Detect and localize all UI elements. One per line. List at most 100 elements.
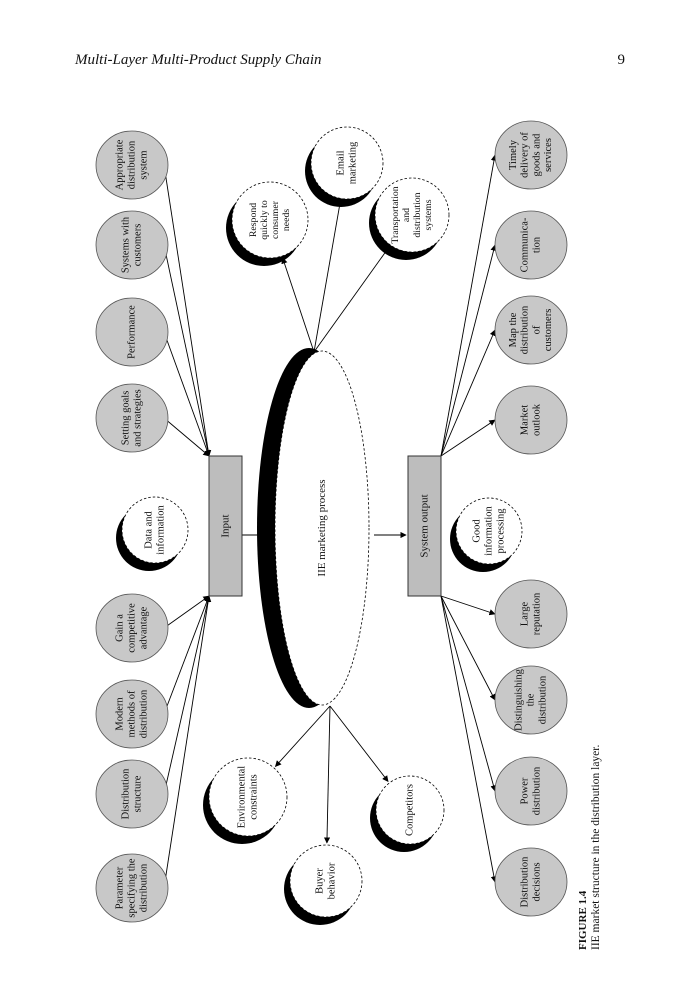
output-factor-3-label-line: Map the (508, 312, 519, 347)
input-factor-7-circle (95, 679, 169, 749)
process-factor-respond-quickly-circle (231, 181, 309, 259)
input-factor-9-label-line: specifying the (127, 858, 138, 918)
output-factor-9-label-line: Distribution (520, 856, 531, 908)
output-factor-6-circle (494, 579, 568, 649)
process-factor-competitors-circle (375, 775, 445, 845)
output-factor-good-information-processing-label-line: information (484, 505, 495, 555)
input-factor-7-label-line: methods of (127, 690, 138, 737)
process-factor-respond-quickly-label-line: quickly to (259, 200, 270, 240)
output-factor-3-label-line: distribution (520, 305, 531, 354)
output-factor-3-label-line: customers (543, 309, 554, 352)
input-factor-3-label-line: Performance (127, 305, 138, 359)
process-factor-respond-quickly-label-line: needs (281, 209, 292, 231)
system-output-box-label-line: System output (419, 494, 431, 557)
process-factor-email-marketing-arrow (313, 199, 343, 353)
input-factor-4-label-line: Setting goals (121, 391, 132, 446)
input-factor-4-label-line: and strategies (132, 389, 143, 446)
input-box: Input (208, 455, 243, 597)
process-factor-respond-quickly-arrow (281, 257, 315, 353)
input-factor-data-and-information-circle (121, 496, 189, 564)
output-factor-8-label-line: Power (520, 777, 531, 804)
output-factor-1-label-line: services (543, 138, 554, 172)
process-factor-respond-quickly-label-line: Respond (248, 203, 259, 237)
output-factor-9-label-line: decisions (531, 862, 542, 901)
process-factor-transportation-systems-circle (374, 177, 450, 253)
input-factor-9-arrow (163, 595, 212, 889)
input-factor-8-circle (95, 759, 169, 829)
input-factor-7-label-line: Modern (115, 697, 126, 731)
output-factor-1-label-line: goods and (531, 133, 542, 177)
input-factor-1-circle (95, 130, 169, 200)
output-factor-4-label-line: Market (520, 405, 531, 435)
input-factor-9-label-line: distribution (138, 863, 149, 912)
process-factor-environmental-constraints-arrow (274, 705, 331, 767)
output-factor-2-circle (494, 210, 568, 280)
input-factor-1-label-line: system (138, 150, 149, 179)
process-factor-respond-quickly-label-line: consumer (270, 200, 281, 239)
input-factor-data-and-information-label-line: Data and (144, 510, 155, 548)
input-box-label-line: Input (220, 514, 232, 537)
output-factor-good-information-processing-circle (455, 497, 523, 565)
output-factor-1-circle (494, 120, 568, 190)
input-factor-2-circle (95, 210, 169, 280)
output-factor-2-label-line: Communica- (520, 217, 531, 272)
input-factor-9-label-line: Parameter (115, 866, 126, 909)
output-factor-8-label-line: distribution (531, 766, 542, 815)
output-factor-7-label-line: the (526, 693, 537, 706)
process-factor-buyer-behavior-circle (289, 844, 363, 918)
output-factor-1-label-line: Timely (508, 139, 519, 170)
input-factor-8-arrow (163, 595, 211, 795)
process-factor-transportation-systems-label-line: Transportation (390, 186, 401, 243)
input-factor-3-arrow (163, 331, 211, 457)
process-factor-buyer-behavior-label-line: behavior (326, 862, 337, 899)
output-factor-2: Communica-tion (494, 210, 568, 280)
output-factor-3-circle (494, 295, 568, 365)
output-factor-8-circle (494, 756, 568, 826)
input-factor-data-and-information-label-line: information (155, 504, 166, 554)
connector-lines (163, 154, 498, 889)
process-factor-transportation-systems-label-line: systems (423, 199, 434, 230)
process-factor-transportation-systems-label-line: and (401, 208, 412, 222)
input-factor-1-arrow (163, 164, 212, 457)
process-factor-transportation-systems-label-line: distribution (412, 192, 423, 237)
process-factor-competitors-label-line: Competitors (405, 784, 416, 836)
input-factor-1-label-line: distribution (127, 140, 138, 189)
process-factor-buyer-behavior-label-line: Buyer (315, 868, 326, 894)
output-factor-2-label-line: tion (531, 236, 542, 253)
input-factor-2-arrow (163, 244, 211, 457)
process-factor-competitors-arrow (329, 705, 389, 782)
input-factor-6-circle (95, 593, 169, 663)
output-factor-6-arrow (440, 595, 496, 616)
output-factor-7-arrow (440, 595, 496, 701)
input-factor-6-label-line: competitive (127, 603, 138, 653)
input-factor-4-circle (95, 383, 169, 453)
input-factor-8-label-line: structure (132, 775, 143, 812)
input-factor-9-circle (95, 853, 169, 923)
output-factor-6-label-line: reputation (531, 592, 542, 635)
input-factor-7-label-line: distribution (138, 689, 149, 738)
running-header-title: Multi-Layer Multi-Product Supply Chain (75, 52, 322, 68)
input-factor-7-arrow (163, 595, 210, 715)
output-factor-good-information-processing-label-line: processing (495, 508, 506, 554)
output-factor-1-label-line: delivery of (520, 132, 531, 178)
process-factor-environmental-constraints-label-line: constraints (248, 774, 259, 820)
output-factor-4-circle (494, 385, 568, 455)
output-factor-3-label-line: of (531, 325, 542, 334)
